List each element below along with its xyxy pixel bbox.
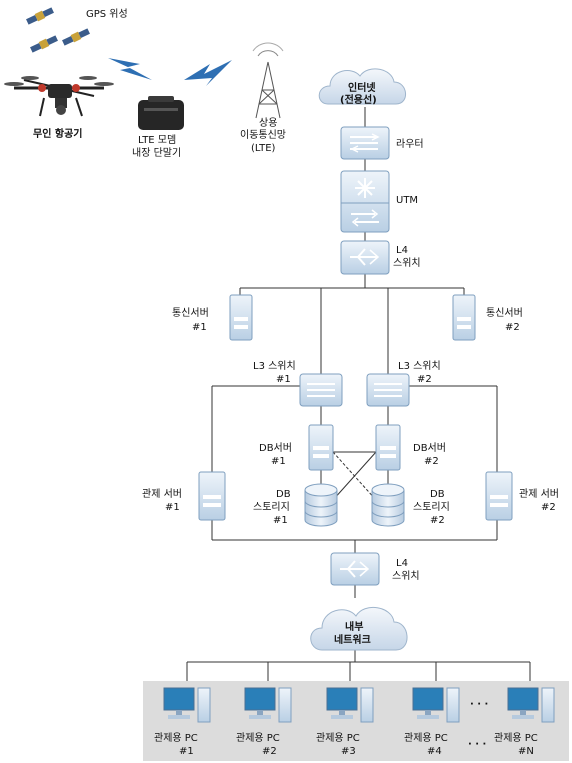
control-pc-2-label-2: #2 (262, 746, 277, 757)
control-pc-1-icon (163, 687, 211, 723)
ellipsis-lower: · · · (468, 739, 486, 750)
comm-server-2-label-1: 통신서버 (486, 307, 523, 319)
db-storage-1-label-2: 스토리지 (253, 501, 290, 513)
control-pc-4-label-1: 관제용 PC (404, 732, 448, 744)
wireless-signal-icon (108, 58, 232, 86)
control-pc-3-label-2: #3 (341, 746, 356, 757)
internal-network-label-2: 네트워크 (334, 633, 371, 646)
db-storage-1-label-1: DB (276, 489, 291, 500)
control-server-1-icon (198, 471, 226, 521)
control-pc-n-label-1: 관제용 PC (494, 732, 538, 744)
gps-satellite-icon (26, 7, 90, 53)
db-server-2-label-1: DB서버 (413, 442, 446, 454)
control-pc-2-icon (244, 687, 292, 723)
control-pc-3-icon (326, 687, 374, 723)
internet-label-2: (전용선) (340, 93, 377, 106)
l4-bottom-label-2: 스위치 (392, 569, 420, 582)
router-label: 라우터 (396, 138, 424, 150)
lte-modem-label-1: LTE 모뎀 (138, 134, 176, 146)
db-server-1-label-1: DB서버 (259, 442, 292, 454)
control-server-2-icon (485, 471, 513, 521)
l4-top-label-2: 스위치 (393, 256, 421, 269)
db-storage-1-label-3: #1 (273, 515, 288, 526)
l3-switch-1-label-2: #1 (276, 374, 291, 385)
internal-network-label-1: 내부 (345, 620, 363, 633)
control-server-2-label-1: 관제 서버 (519, 488, 559, 500)
cell-tower-icon (252, 42, 284, 119)
comm-server-1-label-1: 통신서버 (172, 307, 209, 319)
internet-cloud-icon (318, 68, 406, 105)
db-storage-2-icon (371, 483, 405, 527)
db-storage-2-label-2: 스토리지 (413, 501, 450, 513)
db-storage-2-label-3: #2 (430, 515, 445, 526)
db-storage-2-label-1: DB (430, 489, 445, 500)
internal-network-cloud-icon (310, 607, 408, 651)
l3-switch-2-label-1: L3 스위치 (398, 359, 441, 372)
router-icon (340, 126, 390, 160)
db-storage-1-icon (304, 483, 338, 527)
control-pc-3-label-1: 관제용 PC (316, 732, 360, 744)
l3-switch-1-icon (299, 373, 343, 407)
l4-bottom-label-1: L4 (396, 558, 408, 569)
l3-switch-2-icon (366, 373, 410, 407)
l3-switch-2-label-2: #2 (417, 374, 432, 385)
db-server-2-icon (375, 424, 401, 471)
control-pc-1-label-2: #1 (179, 746, 194, 757)
l4-switch-top-icon (340, 240, 390, 275)
control-pc-2-label-1: 관제용 PC (236, 732, 280, 744)
db-server-2-label-2: #2 (424, 456, 439, 467)
control-pc-1-label-1: 관제용 PC (154, 732, 198, 744)
control-pc-4-label-2: #4 (427, 746, 442, 757)
drone-icon (4, 76, 114, 117)
utm-appliance-icon (340, 170, 390, 233)
control-pc-4-icon (412, 687, 460, 723)
gps-label: GPS 위성 (86, 7, 128, 20)
comm-server-1-icon (229, 294, 253, 341)
l4-top-label-1: L4 (396, 245, 408, 256)
tower-label-1: 상용 (259, 117, 277, 129)
tower-label-2: 이동통신망 (240, 129, 286, 141)
utm-label: UTM (396, 195, 418, 206)
control-server-1-label-1: 관제 서버 (142, 488, 182, 500)
comm-server-2-icon (452, 294, 476, 341)
l3-switch-1-label-1: L3 스위치 (253, 359, 296, 372)
control-pc-n-label-2: #N (518, 746, 534, 757)
comm-server-2-label-2: #2 (505, 322, 520, 333)
db-server-1-label-2: #1 (271, 456, 286, 467)
drone-label: 무인 항공기 (33, 127, 82, 140)
control-server-2-label-2: #2 (541, 502, 556, 513)
control-pc-n-icon (507, 687, 555, 723)
ellipsis-upper: · · · (470, 699, 488, 710)
lte-modem-icon (138, 96, 184, 130)
lte-modem-label-2: 내장 단말기 (132, 147, 181, 159)
db-server-1-icon (308, 424, 334, 471)
internet-label-1: 인터넷 (348, 81, 376, 94)
control-server-1-label-2: #1 (165, 502, 180, 513)
l4-switch-bottom-icon (330, 552, 380, 586)
comm-server-1-label-2: #1 (192, 322, 207, 333)
tower-label-3: (LTE) (251, 143, 276, 154)
